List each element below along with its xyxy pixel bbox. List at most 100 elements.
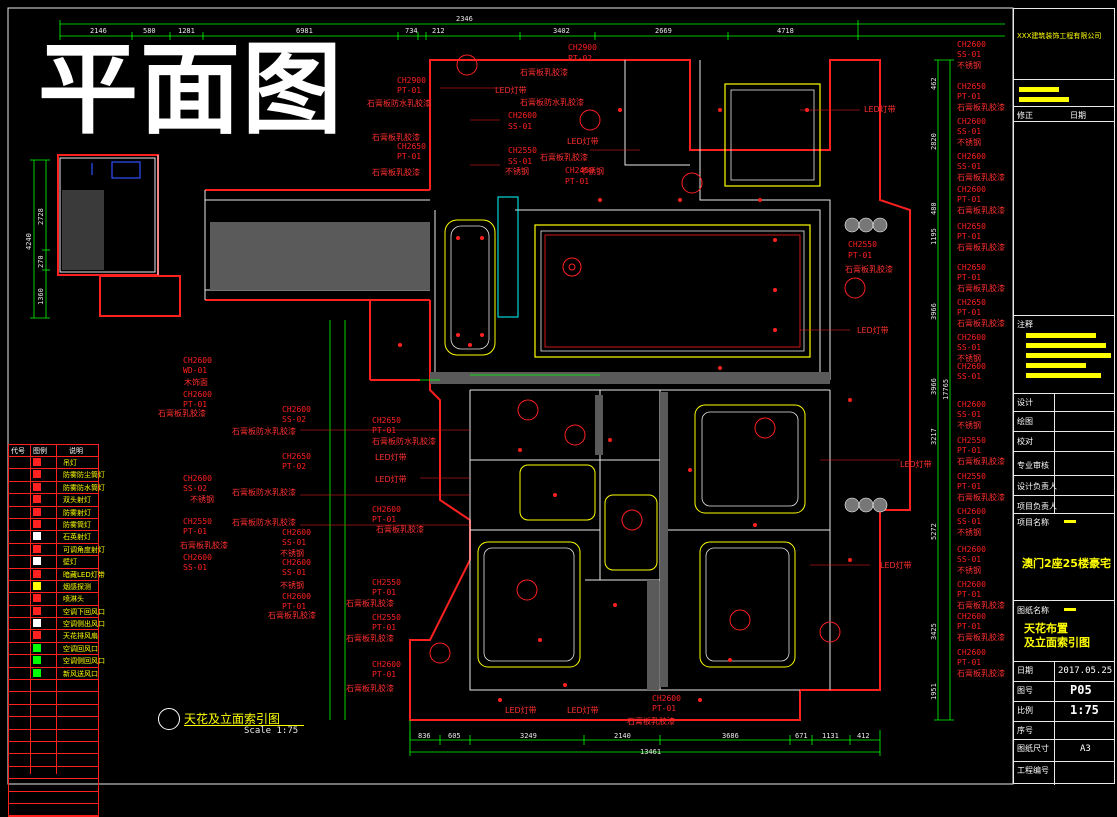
note-stainless-3: 不锈钢 xyxy=(190,495,214,504)
tag-ch-6: CH2650 xyxy=(397,142,426,151)
legend-row: 空调回风口 xyxy=(9,643,98,656)
svg-text:2728: 2728 xyxy=(37,208,45,225)
right-dimension-texts: 462 2820 480 1195 3966 3966 3217 5272 34… xyxy=(930,77,950,700)
legend-row xyxy=(9,730,98,742)
legend-row: 双头射灯 xyxy=(9,494,98,507)
tag-ch-23: CH2600 xyxy=(652,694,681,703)
svg-text:4240: 4240 xyxy=(25,233,33,250)
tag-pt-3: PT-01 xyxy=(565,177,590,186)
tag-ss-7: SS-01 xyxy=(282,568,307,577)
tb-logo-bar-1 xyxy=(1019,87,1059,92)
legend-row: 烟感探测 xyxy=(9,581,98,594)
tag-pt-9: PT-01 xyxy=(372,515,397,524)
note-r-15: 石膏板乳胶漆 xyxy=(957,601,1005,610)
tag-r-36: PT-01 xyxy=(957,658,982,667)
tag-r-13: CH2650 xyxy=(957,263,986,272)
svg-text:1360: 1360 xyxy=(37,288,45,305)
tb-vertical-divider xyxy=(1054,393,1055,513)
tag-r-29: CH2600 xyxy=(957,545,986,554)
note-paint-5: 石膏板乳胶漆 xyxy=(372,168,420,177)
caption-underline xyxy=(184,725,304,726)
tag-ch-3: CH2600 xyxy=(508,111,537,120)
tag-r-9: CH2600 xyxy=(957,185,986,194)
svg-text:671: 671 xyxy=(795,732,808,740)
legend-symbol-icon xyxy=(33,743,41,751)
legend-row xyxy=(9,692,98,705)
tag-r-30: SS-01 xyxy=(957,555,982,564)
title-block: XXX建筑装饰工程有限公司 修正 日期 注释 设计 绘图 校对 专业审核 设计负… xyxy=(1013,8,1115,785)
legend-row: 壁灯 xyxy=(9,556,98,569)
left-dimension-texts: 4240 2728 270 1360 xyxy=(25,208,45,305)
legend-symbol-icon xyxy=(33,507,41,516)
tag-r-12: PT-01 xyxy=(957,232,982,241)
tag-ch-14: CH2600 xyxy=(372,505,401,514)
svg-text:836: 836 xyxy=(418,732,431,740)
legend-header-code: 代号 xyxy=(11,447,25,455)
svg-text:3217: 3217 xyxy=(930,428,938,445)
tb-seq-label: 序号 xyxy=(1017,726,1033,735)
note-r-7: 石膏板乳胶漆 xyxy=(957,284,1005,293)
note-led-1: LED灯带 xyxy=(495,86,527,95)
note-led-6: LED灯带 xyxy=(375,475,407,484)
note-paint-6: 石膏板乳胶漆 xyxy=(158,409,206,418)
tag-ss-1: SS-01 xyxy=(508,122,533,131)
legend-col-line-1 xyxy=(30,444,31,774)
tb-company: XXX建筑装饰工程有限公司 xyxy=(1017,32,1102,40)
svg-text:13461: 13461 xyxy=(640,748,661,756)
tag-r-31: CH2600 xyxy=(957,580,986,589)
legend-row: 天花排风扇 xyxy=(9,630,98,643)
note-r-16: 石膏板乳胶漆 xyxy=(957,633,1005,642)
tb-revision-label: 修正 xyxy=(1017,111,1033,120)
tag-pt-2: PT-02 xyxy=(568,54,593,63)
tb-notes-label: 注释 xyxy=(1017,320,1033,329)
tag-ss-2: SS-01 xyxy=(508,157,533,166)
note-waterproof-5: 石膏板防水乳胶漆 xyxy=(232,488,296,497)
legend-row: 防雾防尘筒灯 xyxy=(9,469,105,482)
legend-desc: 暗藏LED灯带 xyxy=(63,570,105,579)
tb-design-lead-label: 设计负责人 xyxy=(1017,482,1057,491)
tb-design-label: 设计 xyxy=(1017,398,1033,407)
tag-r-8: SS-01 xyxy=(957,162,982,171)
caption-index-circle xyxy=(158,708,180,730)
note-r-10: 不锈钢 xyxy=(957,421,981,430)
tb-scale-label: 比例 xyxy=(1017,706,1033,715)
note-led-3: LED灯带 xyxy=(864,105,896,114)
svg-text:2140: 2140 xyxy=(614,732,631,740)
tag-r-7: CH2600 xyxy=(957,152,986,161)
legend-row xyxy=(9,680,98,693)
legend-symbol-icon xyxy=(33,532,41,541)
legend-symbol-icon xyxy=(33,470,41,479)
tb-review-label: 专业审核 xyxy=(1017,461,1049,470)
tag-ss-4: SS-02 xyxy=(183,484,208,493)
legend-row: 空调侧回风口 xyxy=(9,655,105,668)
tag-r-24: PT-01 xyxy=(957,446,982,455)
tag-r-21: CH2600 xyxy=(957,400,986,409)
svg-text:480: 480 xyxy=(930,202,938,215)
plan-green-lines xyxy=(329,320,600,740)
legend-symbol-icon xyxy=(33,458,41,466)
note-wood-1: 木饰面 xyxy=(184,378,208,387)
note-waterproof-2: 石膏板防水乳胶漆 xyxy=(367,99,431,108)
tb-notes-bar-5 xyxy=(1026,373,1101,378)
legend-desc: 空调下回风口 xyxy=(63,607,105,616)
svg-text:1195: 1195 xyxy=(930,228,938,245)
legend-symbol-icon xyxy=(33,619,41,628)
legend-header: 代号 图例 说明 xyxy=(9,445,98,457)
tag-ch-16: CH2600 xyxy=(282,528,311,537)
note-waterproof-1: 石膏板防水乳胶漆 xyxy=(520,98,584,107)
legend-row: 空调侧出风口 xyxy=(9,618,105,631)
tag-pt-4: PT-01 xyxy=(397,152,422,161)
svg-text:3425: 3425 xyxy=(930,623,938,640)
note-paint-13: 石膏板乳胶漆 xyxy=(627,717,675,726)
cad-drawing-canvas[interactable]: 2346 2146 580 1281 6981 734 212 3402 266… xyxy=(0,0,1117,786)
tag-pt-12: PT-01 xyxy=(282,602,307,611)
legend-symbol-icon xyxy=(33,656,41,665)
note-r-12: 石膏板乳胶漆 xyxy=(957,493,1005,502)
tag-r-27: CH2600 xyxy=(957,507,986,516)
caption-title: 天花及立面索引图 xyxy=(184,712,281,726)
legend-row xyxy=(9,804,98,817)
top-dimension-chain xyxy=(59,20,1005,40)
svg-text:3249: 3249 xyxy=(520,732,537,740)
svg-text:17765: 17765 xyxy=(942,379,950,400)
note-led-2: LED灯带 xyxy=(567,137,599,146)
